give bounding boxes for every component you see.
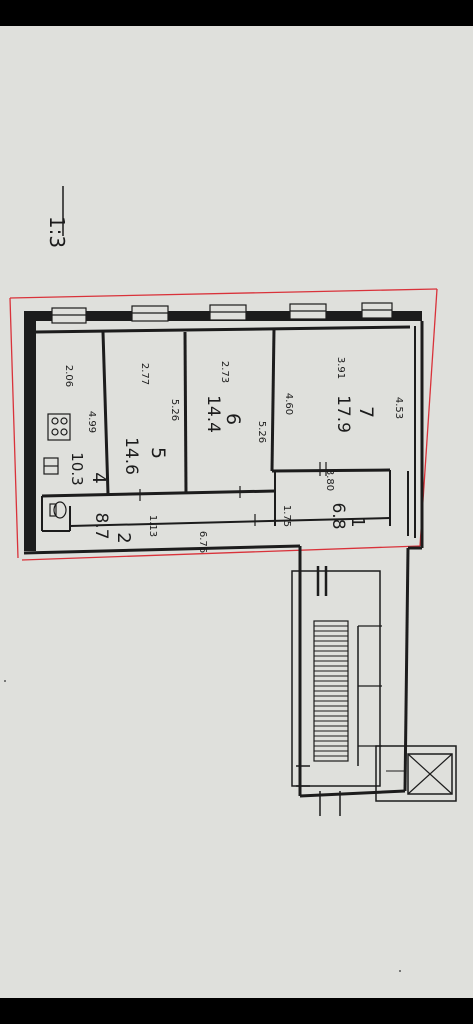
stairwell: [291, 566, 382, 816]
windows: [51, 302, 393, 324]
room-2: 2 8.7 1.13 6.76: [91, 512, 208, 553]
elevator-icon: [375, 745, 457, 802]
svg-text:5.26: 5.26: [169, 399, 180, 421]
svg-text:17.9: 17.9: [333, 395, 353, 433]
svg-text:4.53: 4.53: [393, 397, 404, 419]
svg-text:2.06: 2.06: [63, 365, 74, 387]
svg-text:10.3: 10.3: [68, 452, 86, 485]
svg-text:1: 1: [347, 516, 368, 527]
partitions: [35, 325, 411, 536]
svg-text:2: 2: [113, 532, 134, 543]
svg-text:6: 6: [222, 413, 244, 425]
doors: [139, 462, 327, 526]
svg-text:6.8: 6.8: [328, 502, 348, 529]
room-7: 7 17.9 3.91 4.60 4.53: [283, 357, 404, 433]
sink-icon: [43, 457, 59, 475]
toilet-icon: [49, 501, 67, 519]
stove-icon: [47, 413, 71, 441]
boundary-outline: [9, 288, 438, 561]
pencil-marks: [4, 680, 401, 972]
svg-text:3.91: 3.91: [335, 357, 346, 379]
svg-text:6.76: 6.76: [197, 531, 208, 553]
svg-text:14.6: 14.6: [121, 437, 141, 475]
svg-text:2.77: 2.77: [139, 363, 150, 385]
stair-treads: [314, 625, 348, 757]
room-1: 1 6.8 1.75 3.80: [281, 469, 368, 530]
svg-text:1.75: 1.75: [281, 505, 292, 527]
floor-plan: 1:3: [4, 186, 457, 972]
svg-text:2.73: 2.73: [219, 361, 230, 383]
svg-text:5.26: 5.26: [256, 421, 267, 443]
room-6: 6 14.4 2.73 5.26: [203, 361, 267, 443]
scale-label: 1:3: [45, 216, 69, 248]
svg-text:3.80: 3.80: [324, 469, 335, 491]
room-5: 5 14.6 2.77 5.26: [121, 363, 180, 475]
svg-text:5: 5: [147, 447, 169, 459]
svg-text:1.13: 1.13: [147, 515, 158, 537]
svg-text:7: 7: [355, 406, 377, 418]
plan-photo: 1:3: [0, 26, 473, 998]
svg-text:1:3: 1:3: [45, 216, 69, 248]
svg-text:14.4: 14.4: [203, 395, 223, 433]
svg-text:4: 4: [88, 472, 109, 483]
svg-text:4.60: 4.60: [283, 393, 294, 415]
svg-text:8.7: 8.7: [91, 512, 111, 539]
svg-text:4.99: 4.99: [86, 411, 97, 433]
room-4: 4 10.3 2.06 4.99: [63, 365, 109, 486]
